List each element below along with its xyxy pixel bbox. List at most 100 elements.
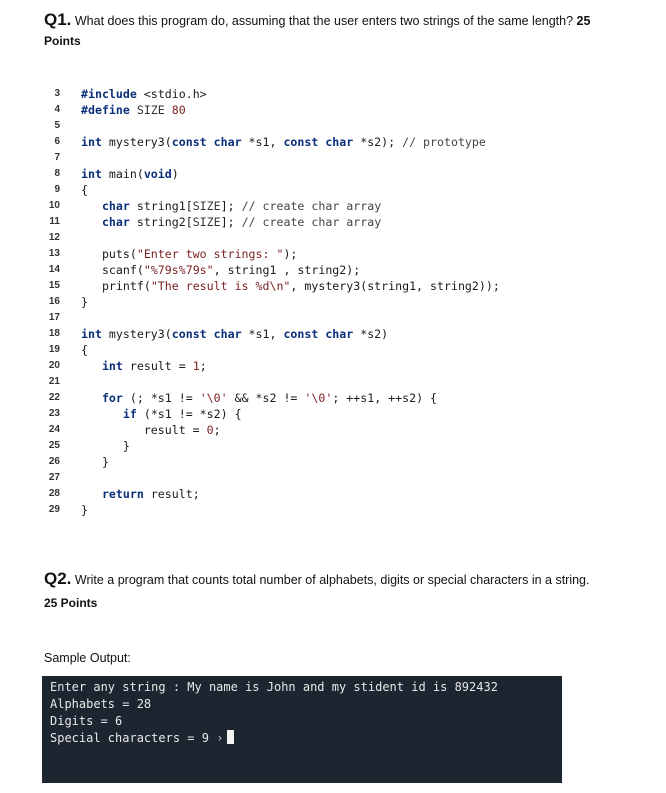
line-number: 22 xyxy=(48,392,60,403)
code-token: const char xyxy=(171,135,249,149)
code-token: "%79s%79s" xyxy=(143,263,214,277)
code-token: const char xyxy=(283,327,361,341)
code-text: int mystery3(const char *s1, const char … xyxy=(81,326,388,342)
code-token: return xyxy=(101,487,151,501)
terminal-text: Special characters = 9 xyxy=(50,731,209,745)
code-line: 22 for (; *s1 != '\0' && *s2 != '\0'; ++… xyxy=(30,390,630,406)
code-token xyxy=(81,199,102,213)
code-token: ; xyxy=(199,359,207,373)
code-text: char string2[SIZE]; // create char array xyxy=(81,214,381,230)
code-token: ; xyxy=(213,423,221,437)
code-token: <stdio.h> xyxy=(143,87,207,101)
code-text: { xyxy=(81,182,88,198)
code-line: 20 int result = 1; xyxy=(30,358,630,374)
code-token: result; xyxy=(150,487,200,501)
line-number: 20 xyxy=(48,360,60,371)
code-text: return result; xyxy=(81,486,200,502)
code-token: if xyxy=(122,407,144,421)
question-1: Q1. What does this program do, assuming … xyxy=(44,10,591,49)
code-token: *s1, xyxy=(248,135,284,149)
code-token: "The result is %d\n" xyxy=(150,279,291,293)
code-token: void xyxy=(143,167,172,181)
code-line: 19 { xyxy=(30,342,630,358)
line-number: 23 xyxy=(48,408,60,419)
code-line: 21 xyxy=(30,374,630,390)
code-line: 9{ xyxy=(30,182,630,198)
code-token: // prototype xyxy=(402,135,486,149)
line-number: 25 xyxy=(48,440,60,451)
question-1-number: Q1. xyxy=(44,10,72,29)
code-line: 16} xyxy=(30,294,630,310)
code-line: 29} xyxy=(30,502,630,518)
code-line: 24 result = 0; xyxy=(30,422,630,438)
code-line: 11 char string2[SIZE]; // create char ar… xyxy=(30,214,630,230)
code-token: *s1, xyxy=(248,327,284,341)
code-text: if (*s1 != *s2) { xyxy=(81,406,242,422)
line-number: 10 xyxy=(48,200,60,211)
code-token: } xyxy=(81,455,109,469)
code-token: (; *s1 != xyxy=(129,391,200,405)
code-line: 7 xyxy=(30,150,630,166)
code-token: *s2); xyxy=(360,135,403,149)
sample-output-label: Sample Output: xyxy=(44,651,131,665)
line-number: 3 xyxy=(54,88,60,99)
code-token: ]; xyxy=(220,199,242,213)
question-2-line: Q2. Write a program that counts total nu… xyxy=(44,570,590,588)
question-1-points-value: 25 xyxy=(576,14,591,28)
code-token: ]; xyxy=(220,215,242,229)
line-number: 12 xyxy=(48,232,60,243)
code-text: { xyxy=(81,342,88,358)
question-1-line: Q1. What does this program do, assuming … xyxy=(44,10,591,29)
code-token: main( xyxy=(108,167,144,181)
code-token: '\0' xyxy=(199,391,228,405)
line-number: 9 xyxy=(54,184,60,195)
terminal-line: Enter any string : My name is John and m… xyxy=(50,680,498,694)
line-number: 11 xyxy=(49,216,60,227)
code-token xyxy=(81,215,102,229)
question-2: Q2. Write a program that counts total nu… xyxy=(44,570,590,611)
code-token: #define xyxy=(81,103,137,117)
code-token: scanf( xyxy=(81,263,144,277)
code-line: 27 xyxy=(30,470,630,486)
code-token: mystery3( xyxy=(108,327,172,341)
code-line: 13 puts("Enter two strings: "); xyxy=(30,246,630,262)
line-number: 15 xyxy=(48,280,60,291)
code-token: int xyxy=(81,135,109,149)
code-line: 3 #include <stdio.h> xyxy=(30,86,630,102)
code-text: } xyxy=(81,438,130,454)
code-token: "Enter two strings: " xyxy=(136,247,284,261)
code-text: int mystery3(const char *s1, const char … xyxy=(81,134,486,150)
code-token: (*s1 != *s2) { xyxy=(143,407,242,421)
code-token: } xyxy=(81,295,88,309)
line-number: 29 xyxy=(48,504,60,515)
code-token: SIZE xyxy=(192,199,221,213)
terminal-line: Alphabets = 28 xyxy=(50,697,152,711)
line-number: 21 xyxy=(48,376,60,387)
code-token: int xyxy=(101,359,130,373)
line-number: 4 xyxy=(54,104,60,115)
code-line: 5 xyxy=(30,118,630,134)
code-line: 15 printf("The result is %d\n", mystery3… xyxy=(30,278,630,294)
code-line: 12 xyxy=(30,230,630,246)
code-token: // create char array xyxy=(241,199,382,213)
code-token: printf( xyxy=(81,279,151,293)
code-line: 17 xyxy=(30,310,630,326)
line-number: 16 xyxy=(48,296,60,307)
code-line: 14 scanf("%79s%79s", string1 , string2); xyxy=(30,262,630,278)
code-token: } xyxy=(81,439,130,453)
code-token: 1 xyxy=(192,359,200,373)
code-line: 8 int main(void) xyxy=(30,166,630,182)
code-token: #include xyxy=(81,87,144,101)
question-2-points: 25 Points xyxy=(44,596,98,610)
code-line: 26 } xyxy=(30,454,630,470)
line-number: 8 xyxy=(54,168,60,179)
code-token: string2[ xyxy=(136,215,193,229)
code-text: scanf("%79s%79s", string1 , string2); xyxy=(81,262,360,278)
code-text: } xyxy=(81,294,88,310)
code-token xyxy=(81,407,123,421)
line-number: 19 xyxy=(48,344,60,355)
code-text: int main(void) xyxy=(81,166,179,182)
code-token: int xyxy=(81,167,109,181)
